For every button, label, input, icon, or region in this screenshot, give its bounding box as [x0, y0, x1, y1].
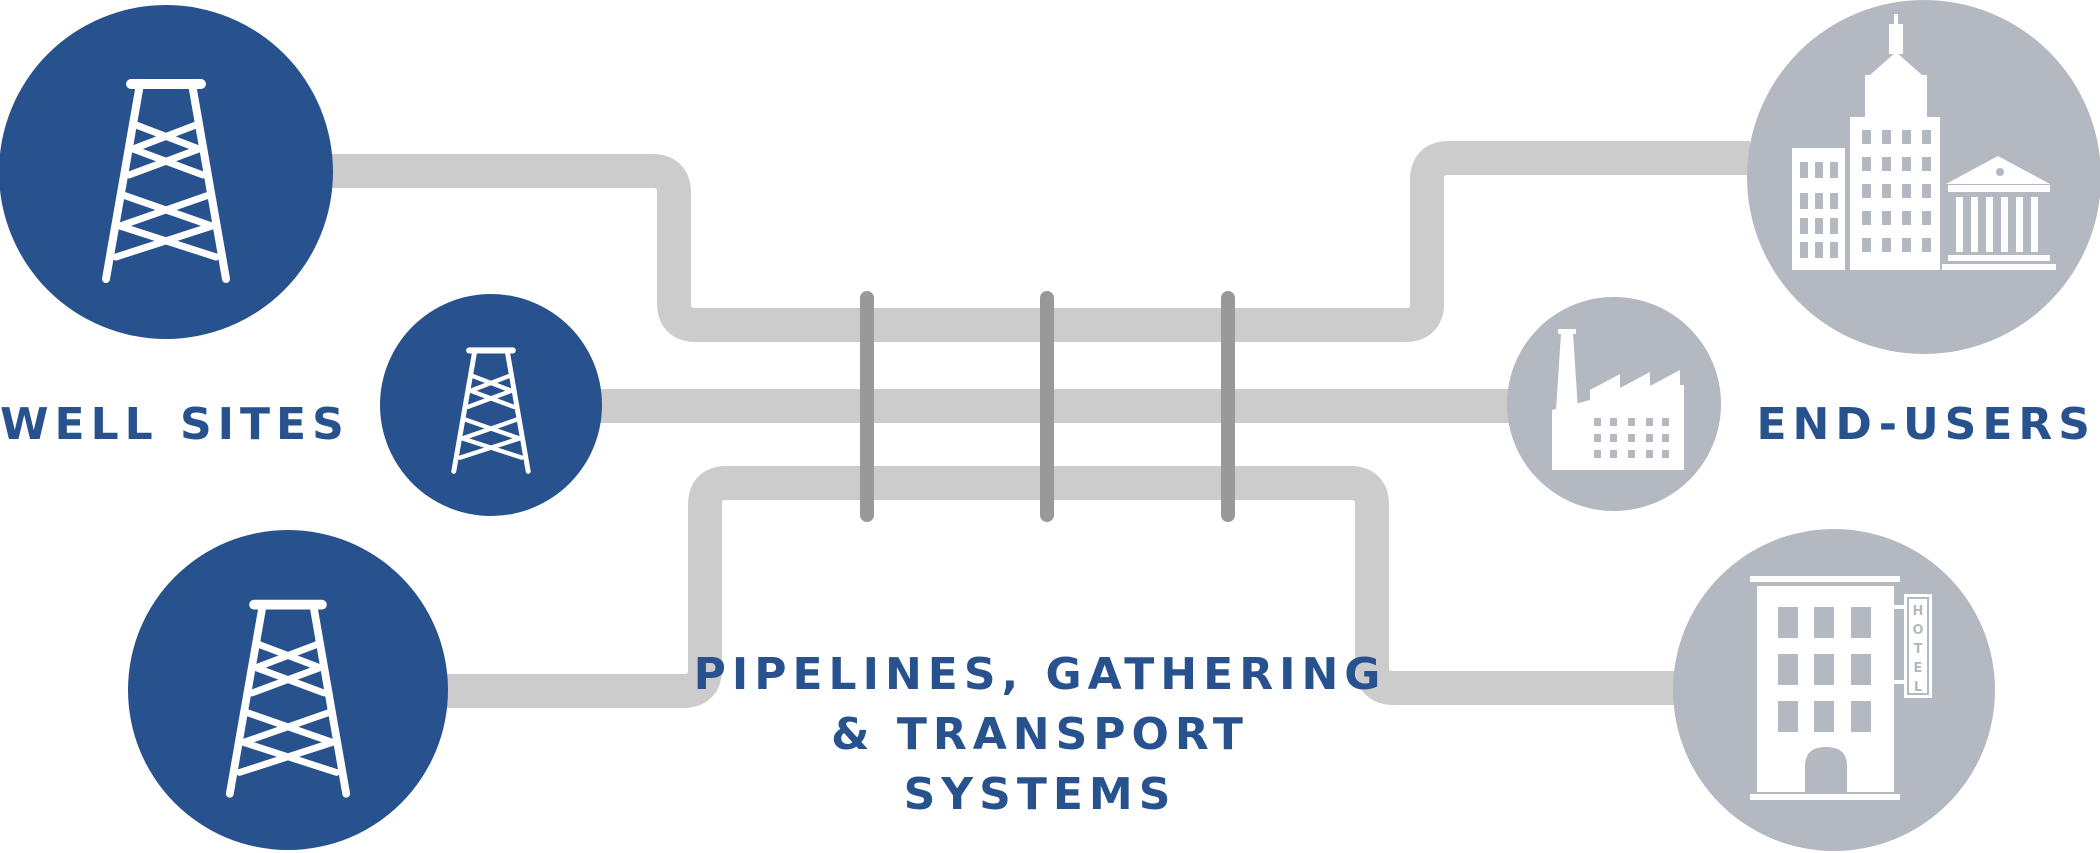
window-grid: [1800, 130, 2004, 258]
pipelines-label-line1: PIPELINES, GATHERING: [694, 649, 1387, 700]
hotel-sign: H O T E L: [1912, 604, 1923, 695]
well-sites-label: WELL SITES: [0, 399, 350, 450]
hotel-sign-letter: E: [1914, 661, 1923, 676]
factory-icon: [1552, 329, 1684, 470]
end-users-label: END-USERS: [1756, 399, 2096, 450]
end-user-factory: [1507, 297, 1721, 511]
hotel-windows: [1778, 607, 1871, 792]
end-user-city: [1747, 0, 2100, 354]
pipe-clamps: [860, 291, 1235, 522]
hotel-sign-letter: L: [1914, 680, 1922, 695]
hotel-sign-letter: T: [1914, 642, 1923, 657]
pipeline-bottom: [445, 466, 1680, 708]
end-user-hotel: H O T E L: [1673, 529, 1995, 851]
well-site-2: [380, 294, 602, 516]
pipelines-label-line3: SYSTEMS: [904, 769, 1177, 820]
hotel-sign-letter: H: [1913, 604, 1924, 619]
well-site-1: [0, 5, 333, 339]
pipelines-label-line2: & TRANSPORT: [831, 709, 1249, 760]
hotel-sign-letter: O: [1912, 623, 1923, 638]
well-site-3: [128, 530, 448, 850]
factory-windows: [1594, 418, 1669, 458]
columns: [1956, 197, 2038, 252]
